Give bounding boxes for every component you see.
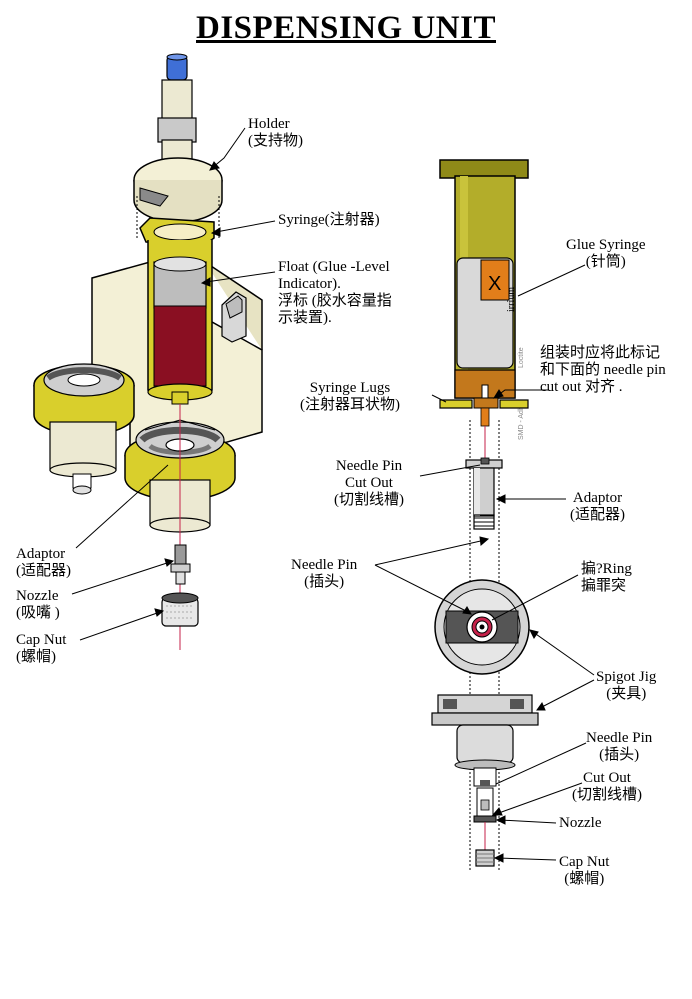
jig-body <box>456 724 514 764</box>
label-adaptor-right: Adaptor(适配器) <box>570 490 625 523</box>
label-cut-out-bottom: Cut Out(切割线槽) <box>572 770 642 803</box>
holder-disc-cut <box>139 187 169 207</box>
bottom-nozzle <box>473 815 497 823</box>
label-cap-nut-right: Cap Nut(螺帽) <box>559 854 610 887</box>
label-nozzle-right: Nozzle <box>559 815 602 831</box>
side-text-1: Loctite <box>518 347 525 368</box>
label-needle-pin-bottom: Needle Pin(插头) <box>586 730 653 763</box>
label-holder: Holder(支持物) <box>248 116 303 149</box>
small-adaptor <box>174 544 187 566</box>
lug-left <box>439 399 473 409</box>
label-needle-pin-mid: Needle Pin(插头) <box>291 557 358 590</box>
syringe-mark: X <box>488 273 501 295</box>
callouts <box>71 127 595 863</box>
syringe-opening <box>153 223 207 241</box>
label-syringe: Syringe(注射器) <box>278 212 380 228</box>
glue-fill <box>153 305 207 387</box>
bracket-top <box>225 295 243 319</box>
syringe-brand: irrium <box>506 287 517 312</box>
side-text-2: SMD - Adh <box>518 406 525 440</box>
lug-right <box>499 399 529 409</box>
label-cap-nut-left: Cap Nut(螺帽) <box>16 632 67 665</box>
label-spigot-jig: Spigot Jig(夹具) <box>596 669 657 702</box>
label-glue-syringe: Glue Syringe(针筒) <box>566 237 646 270</box>
holder-shaft <box>161 79 193 121</box>
small-nozzle <box>175 571 186 585</box>
jig-base <box>431 712 539 726</box>
label-nozzle-left: Nozzle(吸嘴 ) <box>16 588 60 621</box>
holder-nut <box>157 117 197 143</box>
left-assembly <box>33 53 263 650</box>
page-title: DISPENSING UNIT <box>196 10 496 46</box>
blue-tip-top <box>166 53 188 61</box>
label-adaptor-left: Adaptor(适配器) <box>16 546 71 579</box>
label-syringe-lugs: Syringe Lugs(注射器耳状物) <box>300 380 400 413</box>
right-assembly: X irrium Loctite SMD - Adh <box>431 159 539 870</box>
